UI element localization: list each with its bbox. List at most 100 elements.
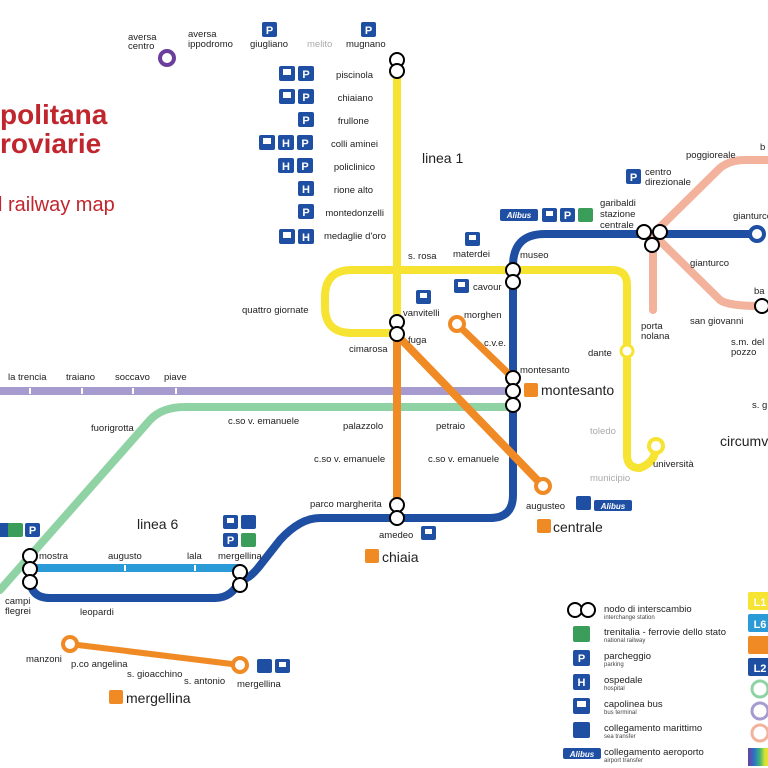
badge-cumana [750, 679, 768, 699]
station-lala[interactable]: lala [187, 551, 203, 562]
station-garibaldi-3[interactable]: centrale [600, 220, 634, 231]
legend: nodo di interscambio interchange station… [563, 592, 768, 766]
station-petraio[interactable]: petraio [436, 421, 465, 432]
station-aversa-ippodromo-2[interactable]: ippodromo [188, 39, 233, 50]
station-montedonzelli[interactable]: montedonzelli [325, 208, 384, 219]
station-poggioreale[interactable]: poggioreale [686, 150, 736, 161]
station-giugliano[interactable]: giugliano [250, 39, 288, 50]
station-mergellina-big[interactable]: mergellina [126, 690, 191, 706]
station-aversa-centro-2[interactable]: centro [128, 41, 154, 52]
svg-text:L1: L1 [754, 597, 767, 609]
station-parco-margherita[interactable]: parco margherita [310, 499, 383, 510]
station-rione-alto[interactable]: rione alto [334, 185, 373, 196]
linea6-label: linea 6 [137, 516, 178, 532]
station-la-trencia[interactable]: la trencia [8, 372, 47, 383]
station-chiaiano[interactable]: chiaiano [338, 93, 373, 104]
station-cavour[interactable]: cavour [473, 282, 502, 293]
station-soccavo[interactable]: soccavo [115, 372, 150, 383]
station-sg-partial[interactable]: s. g [752, 400, 767, 411]
terminal-universita[interactable] [647, 437, 665, 455]
station-colli-aminei[interactable]: colli aminei [331, 139, 378, 150]
station-porta-nolana-1[interactable]: porta [641, 321, 663, 332]
station-piave[interactable]: piave [164, 372, 187, 383]
station-universita[interactable]: università [653, 459, 694, 470]
station-centro-direzionale-2[interactable]: direzionale [645, 177, 691, 188]
station-garibaldi-1[interactable]: garibaldi [600, 198, 636, 209]
station-montesanto-big[interactable]: montesanto [541, 382, 614, 398]
station-vanvitelli[interactable]: vanvitelli [403, 308, 439, 319]
legend-ship-icon [573, 722, 590, 738]
station-cso-ve-2[interactable]: c.so v. emanuele [314, 454, 385, 465]
station-mergellina-l6[interactable]: mergellina [218, 551, 263, 562]
station-montesanto-small[interactable]: montesanto [520, 365, 570, 376]
station-centrale[interactable]: centrale [553, 519, 603, 535]
legend-label-4: capolinea bus [604, 699, 663, 710]
station-s-antonio[interactable]: s. antonio [184, 676, 225, 687]
station-campi-flegrei-2[interactable]: flegrei [5, 606, 31, 617]
station-mergellina-f[interactable]: mergellina [237, 679, 282, 690]
station-s-rosa[interactable]: s. rosa [408, 251, 437, 262]
terminal-aversa-centro[interactable] [158, 49, 176, 67]
station-cso-ve-3[interactable]: c.so v. emanuele [428, 454, 499, 465]
legend-sub-5: sea transfer [604, 734, 636, 740]
station-melito[interactable]: melito [307, 39, 332, 50]
station-medaglie-doro[interactable]: medaglie d'oro [324, 231, 386, 242]
station-frullone[interactable]: frullone [338, 116, 369, 127]
station-mugnano[interactable]: mugnano [346, 39, 386, 50]
station-cve[interactable]: c.v.e. [484, 338, 506, 349]
station-museo[interactable]: museo [520, 250, 549, 261]
terminal-augusteo[interactable] [534, 477, 552, 495]
station-b-partial[interactable]: b [760, 142, 765, 153]
station-san-giovanni[interactable]: san giovanni [690, 316, 743, 327]
legend-sub-2: parking [604, 662, 624, 668]
station-augusto[interactable]: augusto [108, 551, 142, 562]
station-sm-del-pozzo-1[interactable]: s.m. del [731, 337, 764, 348]
station-leopardi[interactable]: leopardi [80, 607, 114, 618]
station-toledo[interactable]: toledo [590, 426, 616, 437]
station-amedeo[interactable]: amedeo [379, 530, 413, 541]
station-mostra[interactable]: mostra [39, 551, 69, 562]
station-policlinico[interactable]: policlinico [334, 162, 375, 173]
station-municipio[interactable]: municipio [590, 473, 630, 484]
station-ba-partial[interactable]: ba [754, 286, 765, 297]
station-dante[interactable]: dante [588, 348, 612, 359]
station-porta-nolana-2[interactable]: nolana [641, 331, 670, 342]
terminal-gianturco[interactable] [748, 225, 766, 243]
circumvesuviana-label: circumv [720, 433, 768, 449]
station-aversa-centro-1[interactable]: aversa [128, 32, 157, 43]
station-piscinola[interactable]: piscinola [336, 70, 374, 81]
parking-icon: P [266, 25, 273, 37]
station-garibaldi-2[interactable]: stazione [600, 209, 635, 220]
station-augusteo[interactable]: augusteo [526, 501, 565, 512]
station-s-gioacchino[interactable]: s. gioacchino [127, 669, 182, 680]
terminal-dante[interactable] [619, 343, 635, 359]
station-chiaia[interactable]: chiaia [382, 549, 419, 565]
station-morghen[interactable]: morghen [464, 310, 502, 321]
station-cso-ve-1[interactable]: c.so v. emanuele [228, 416, 299, 427]
station-traiano[interactable]: traiano [66, 372, 95, 383]
station-cimarosa[interactable]: cimarosa [349, 344, 388, 355]
station-campi-flegrei-1[interactable]: campi [5, 596, 30, 607]
terminal-morghen[interactable] [448, 315, 466, 333]
legend-sub-1: national railway [604, 638, 645, 644]
station-centro-direzionale-1[interactable]: centro [645, 167, 671, 178]
station-gianturco[interactable]: gianturco [690, 258, 729, 269]
station-palazzolo[interactable]: palazzolo [343, 421, 383, 432]
legend-parking-icon [573, 650, 590, 666]
station-pco-angelina[interactable]: p.co angelina [71, 659, 128, 670]
station-manzoni[interactable]: manzoni [26, 654, 62, 665]
badge-metrocampania [750, 701, 768, 721]
terminal-manzoni[interactable] [61, 635, 79, 653]
station-aversa-ippodromo-1[interactable]: aversa [188, 29, 217, 40]
station-fuorigrotta[interactable]: fuorigrotta [91, 423, 134, 434]
station-sm-del-pozzo-2[interactable]: pozzo [731, 347, 756, 358]
station-quattro-giornate[interactable]: quattro giornate [242, 305, 309, 316]
parking-icon: P [302, 92, 309, 104]
station-gianturco-top[interactable]: gianturco [733, 211, 768, 222]
station-ticks [29, 55, 322, 571]
station-fuga[interactable]: fuga [408, 335, 427, 346]
terminal-mergellina-f[interactable] [231, 656, 249, 674]
trenitalia-icon [578, 208, 593, 222]
station-materdei[interactable]: materdei [453, 249, 490, 260]
